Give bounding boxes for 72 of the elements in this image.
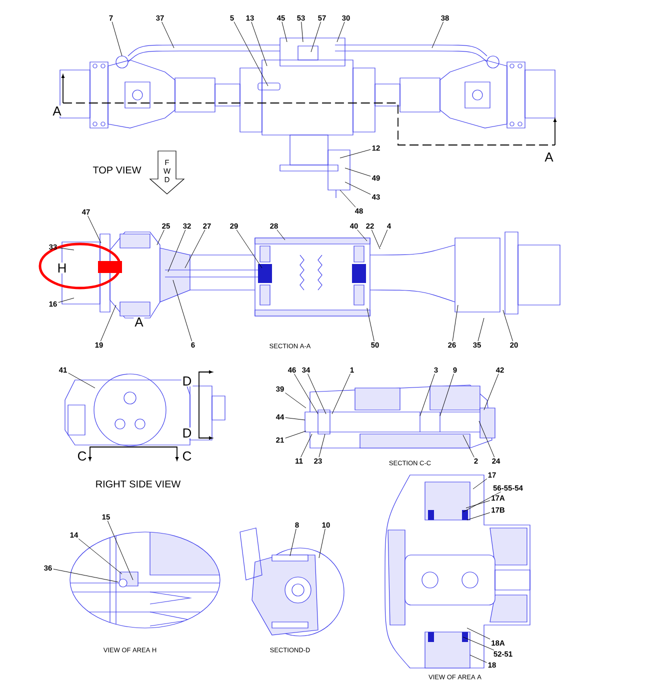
leader-line [466,500,490,508]
leader-line [294,374,318,414]
view-title: RIGHT SIDE VIEW [94,479,182,489]
leader-line [344,182,371,195]
leader-line [310,22,322,52]
leader-line [420,374,435,416]
leader-line [58,298,74,303]
section-c-c-drawing [304,384,496,448]
detail-letter: A [134,316,144,328]
leader-line [168,230,186,272]
leader-line [300,434,312,458]
leader-line [366,308,374,342]
leader-line [285,417,306,420]
leader-line [100,304,116,342]
axle-top-view-drawing [60,38,556,198]
detail-letter: H [56,262,68,274]
leader-line [484,374,499,410]
leader-line [318,434,326,458]
leader-line [236,230,262,268]
leader-line [285,430,306,438]
leader-line [344,168,371,177]
leader-line [251,22,268,66]
leader-line [184,230,206,268]
leader-line [318,528,326,558]
leader-line [466,512,490,520]
leader-line [162,22,174,48]
section-letter: C [181,450,193,462]
leader-line [53,568,118,582]
leader-line [452,304,458,342]
leader-line [234,22,268,86]
leader-line [462,434,474,458]
leader-line [308,374,326,414]
leader-line [88,216,102,244]
leader-line [276,230,286,240]
leader-line [285,392,306,408]
section-letter: A [52,106,62,116]
section-letter: A [544,152,554,162]
leader-line [107,520,134,580]
leader-line [301,22,304,42]
leader-line [470,654,487,663]
leader-line [466,628,490,640]
section-letter: C [76,450,88,462]
right-side-view-drawing [64,374,226,446]
leader-line [502,310,514,342]
leader-line [462,636,494,650]
leader-line [357,230,368,242]
leader-line [371,230,380,250]
leader-line [336,22,345,42]
leader-line [432,22,444,48]
section-a-a-drawing [38,232,560,318]
leader-line [172,280,192,342]
section-letter: D [181,376,193,386]
leader-line [68,372,96,388]
leader-line [472,478,488,490]
leader-line [156,230,164,246]
leader-line [478,420,495,458]
leader-line [112,22,122,56]
leader-line [380,230,388,248]
section-d-d-drawing [240,528,344,636]
leader-line [340,190,356,208]
leader-line [58,248,74,250]
leader-line [332,374,351,414]
leader-line [78,538,122,574]
section-letter: D [181,428,193,438]
leader-line [478,318,484,342]
leader-line [290,528,296,556]
leader-line [462,492,502,512]
view-title: TOP VIEW [92,165,142,175]
leader-line [340,149,371,158]
area-h-drawing [70,532,220,628]
leader-line [282,22,288,42]
leader-line [440,374,454,416]
